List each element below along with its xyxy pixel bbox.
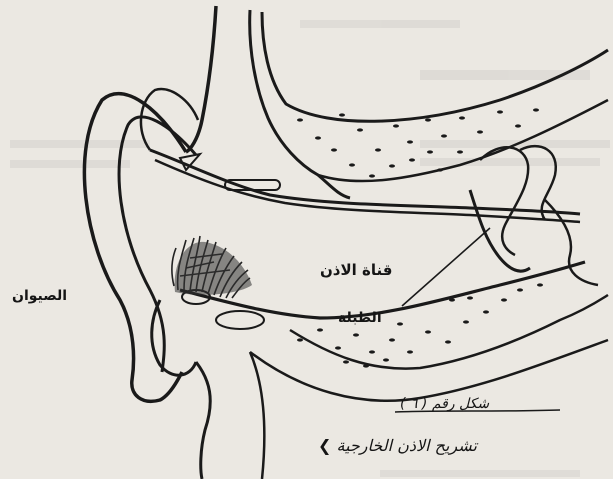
jaw-wall	[196, 362, 210, 479]
hair-mass-fill	[175, 242, 252, 295]
ear-canal-label: قناة الاذن	[320, 261, 392, 279]
eardrum-leader-line	[402, 228, 490, 306]
eardrum-label: الطبلة	[338, 310, 382, 326]
bone-upper-outline	[262, 12, 608, 121]
neck-line	[250, 352, 264, 479]
canal-floor-bone-lower	[250, 340, 608, 401]
canal-upper-wall-inner	[155, 160, 580, 222]
paper-background-texture	[10, 20, 610, 477]
eardrum-membrane	[470, 190, 530, 271]
auricle-label: الصيوان	[12, 288, 67, 304]
skull-wall-vertical	[186, 6, 216, 152]
oval-mark-lower	[216, 311, 264, 329]
auricle-outer-outline	[84, 94, 186, 402]
figure-caption: تشريح الاذن الخارجية ❯	[318, 436, 477, 455]
figure-number: شكل رقم ( ٦ )	[400, 396, 489, 412]
bone-stipple-lower	[297, 283, 543, 367]
